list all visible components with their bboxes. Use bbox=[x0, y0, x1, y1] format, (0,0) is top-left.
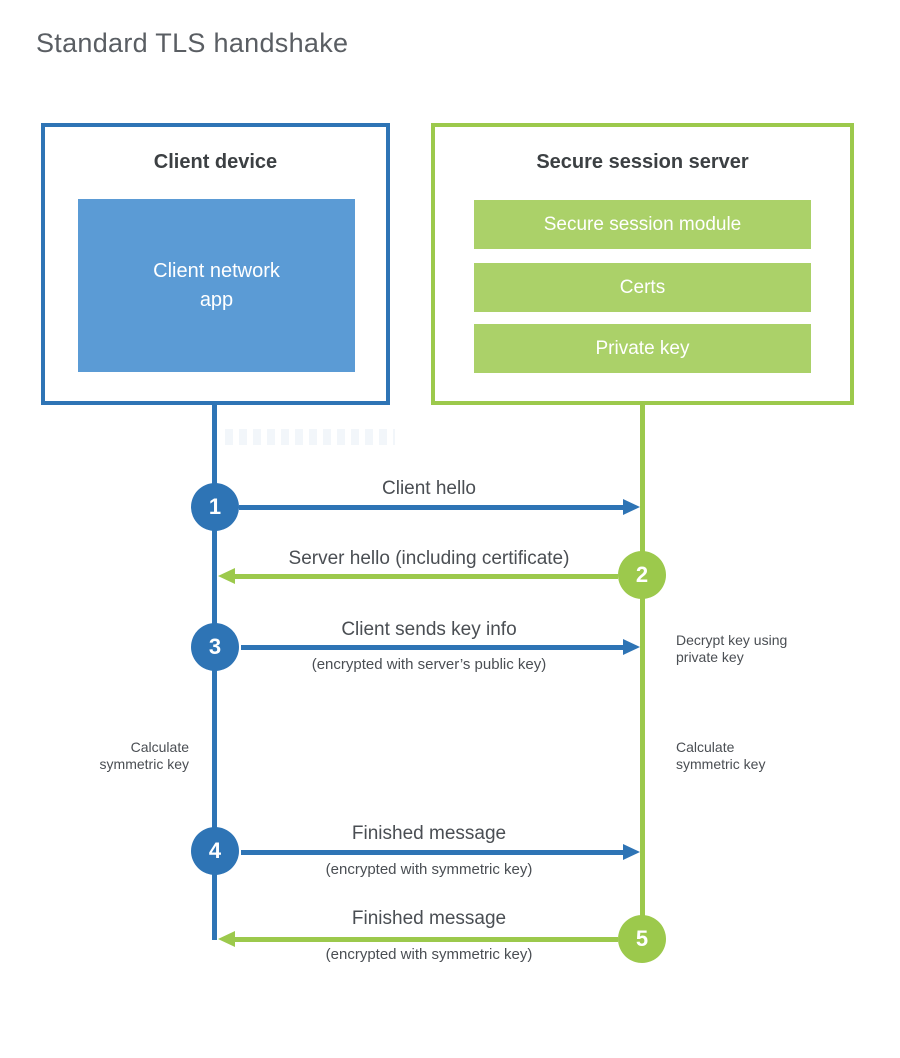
note-calculate-symmetric-key-client: Calculate symmetric key bbox=[77, 739, 189, 773]
message-label-client-key-info: Client sends key info bbox=[341, 619, 517, 640]
message-label-finished-client: Finished message bbox=[351, 823, 507, 844]
arrowhead-left-icon bbox=[218, 568, 235, 584]
note-calculate-symmetric-key-server: Calculate symmetric key bbox=[676, 739, 765, 773]
client-device-box: Client device Client network app bbox=[41, 123, 390, 405]
note-calc-right-line1: Calculate bbox=[676, 739, 735, 755]
server-module-private-key: Private key bbox=[474, 324, 811, 373]
step-circle-5: 5 bbox=[618, 915, 666, 963]
step-circle-3: 3 bbox=[191, 623, 239, 671]
step-circle-2: 2 bbox=[618, 551, 666, 599]
server-lifeline bbox=[640, 403, 645, 940]
arrowhead-right-icon bbox=[623, 844, 640, 860]
message-label-client-hello: Client hello bbox=[382, 478, 476, 499]
message-label-server-hello: Server hello (including certificate) bbox=[288, 548, 570, 569]
arrow-client-key-info bbox=[241, 645, 624, 650]
server-module-secure-session-module: Secure session module bbox=[474, 200, 811, 249]
arrow-server-hello bbox=[235, 574, 618, 579]
arrowhead-right-icon bbox=[623, 639, 640, 655]
client-network-app-box: Client network app bbox=[78, 199, 355, 372]
note-calc-right-line2: symmetric key bbox=[676, 756, 766, 772]
note-decrypt-line1: Decrypt key using bbox=[676, 632, 788, 648]
client-app-label-line2: app bbox=[199, 288, 234, 311]
secure-session-server-title: Secure session server bbox=[536, 151, 749, 173]
message-label-finished-server: Finished message bbox=[351, 908, 507, 929]
secure-session-server-box: Secure session server Secure session mod… bbox=[431, 123, 854, 405]
note-calc-left-line1: Calculate bbox=[130, 739, 189, 755]
message-sublabel-finished-server: (encrypted with symmetric key) bbox=[325, 946, 533, 963]
arrow-finished-client bbox=[241, 850, 624, 855]
arrowhead-right-icon bbox=[623, 499, 640, 515]
client-app-label-line1: Client network bbox=[153, 259, 280, 282]
message-sublabel-finished-client: (encrypted with symmetric key) bbox=[325, 861, 533, 878]
step-circle-1: 1 bbox=[191, 483, 239, 531]
faint-ghost-marks bbox=[225, 429, 395, 445]
note-decrypt-line2: private key bbox=[676, 649, 744, 665]
client-lifeline bbox=[212, 403, 217, 940]
arrowhead-left-icon bbox=[218, 931, 235, 947]
server-module-certs: Certs bbox=[474, 263, 811, 312]
step-circle-4: 4 bbox=[191, 827, 239, 875]
note-calc-left-line2: symmetric key bbox=[99, 756, 189, 772]
arrow-finished-server bbox=[235, 937, 618, 942]
arrow-client-hello bbox=[239, 505, 624, 510]
client-device-title: Client device bbox=[153, 151, 278, 173]
message-sublabel-client-key-info: (encrypted with server’s public key) bbox=[311, 656, 547, 673]
note-decrypt-key: Decrypt key using private key bbox=[676, 632, 787, 666]
page-title: Standard TLS handshake bbox=[36, 28, 349, 58]
